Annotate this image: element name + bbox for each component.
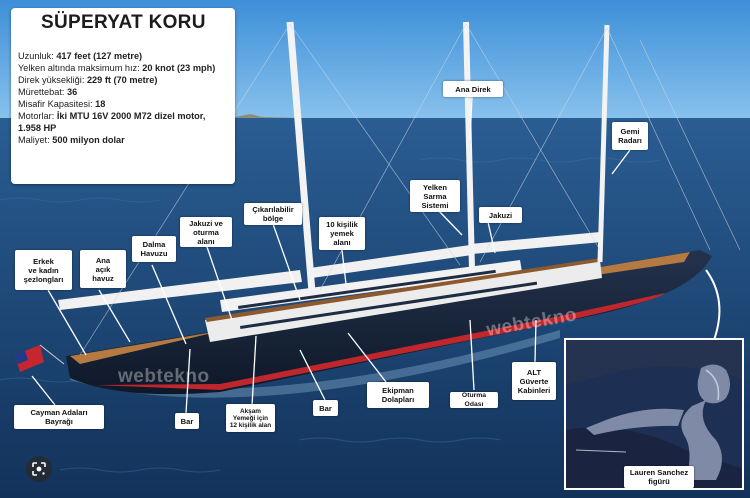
label-ekipman: Ekipman Dolapları (367, 382, 429, 408)
label-jakuzi-oturma: Jakuzi ve oturma alanı (180, 217, 232, 247)
spec-max-speed: Yelken altında maksimum hız: 20 knot (23… (18, 63, 216, 73)
rigging (79, 23, 741, 356)
label-ana-acik-havuz: Ana açık havuz (80, 250, 126, 288)
label-ana-direk: Ana Direk (443, 81, 503, 97)
lens-icon (32, 462, 46, 476)
label-dalma-havuzu: Dalma Havuzu (132, 236, 176, 262)
label-cikarilabilir: Çıkarılabilir bölge (244, 203, 302, 225)
spec-guests: Misafir Kapasitesi: 18 (18, 99, 106, 109)
label-yelken-sarma: Yelken Sarma Sistemi (410, 180, 460, 212)
label-alt-guverte: ALT Güverte Kabinleri (512, 362, 556, 400)
spec-length: Uzunluk: 417 feet (127 metre) (18, 51, 143, 61)
spec-engines-hp: 1.958 HP (18, 123, 57, 133)
label-cayman-bayragi: Cayman Adaları Bayrağı (14, 405, 104, 429)
pointer-lines (31, 96, 631, 414)
spec-engines: Motorlar: İki MTU 16V 2000 M72 dizel mot… (18, 111, 206, 121)
spec-crew: Mürettebat: 36 (18, 87, 78, 97)
page-title: SÜPERYAT KORU (41, 12, 206, 33)
spec-mast-height: Direk yüksekliği: 229 ft (70 metre) (18, 75, 158, 85)
superstructure (205, 260, 602, 342)
label-bar-right: Bar (313, 400, 338, 416)
label-oturma-odasi: Oturma Odası (450, 392, 498, 408)
label-yemek-alani: 10 kişilik yemek alanı (319, 217, 365, 250)
booms (58, 232, 602, 310)
figurehead-image (566, 340, 742, 488)
label-bar-left: Bar (175, 413, 199, 429)
watermark: webtekno (118, 366, 210, 387)
label-sezlonglar: Erkek ve kadın şezlongları (15, 250, 72, 290)
label-gemi-radari: Gemi Radarı (612, 122, 648, 150)
upper-deck (205, 258, 600, 322)
windows (238, 269, 538, 329)
info-panel: SÜPERYAT KORU Uzunluk: 417 feet (127 met… (11, 8, 235, 184)
spec-cost: Maliyet: 500 milyon dolar (18, 135, 125, 145)
figurehead-inset: Lauren Sanchez figürü (564, 338, 744, 490)
label-jakuzi-right: Jakuzi (479, 207, 522, 223)
cayman-flag-icon (15, 344, 65, 372)
distant-land (230, 114, 300, 118)
lens-search-icon[interactable] (26, 456, 52, 482)
inset-connector (705, 269, 721, 341)
masts (286, 21, 610, 293)
label-aksam-yemegi: Akşam Yemeği için 12 kişilik alan (226, 404, 275, 432)
label-figur: Lauren Sanchez figürü (624, 466, 694, 488)
wake (70, 330, 560, 398)
